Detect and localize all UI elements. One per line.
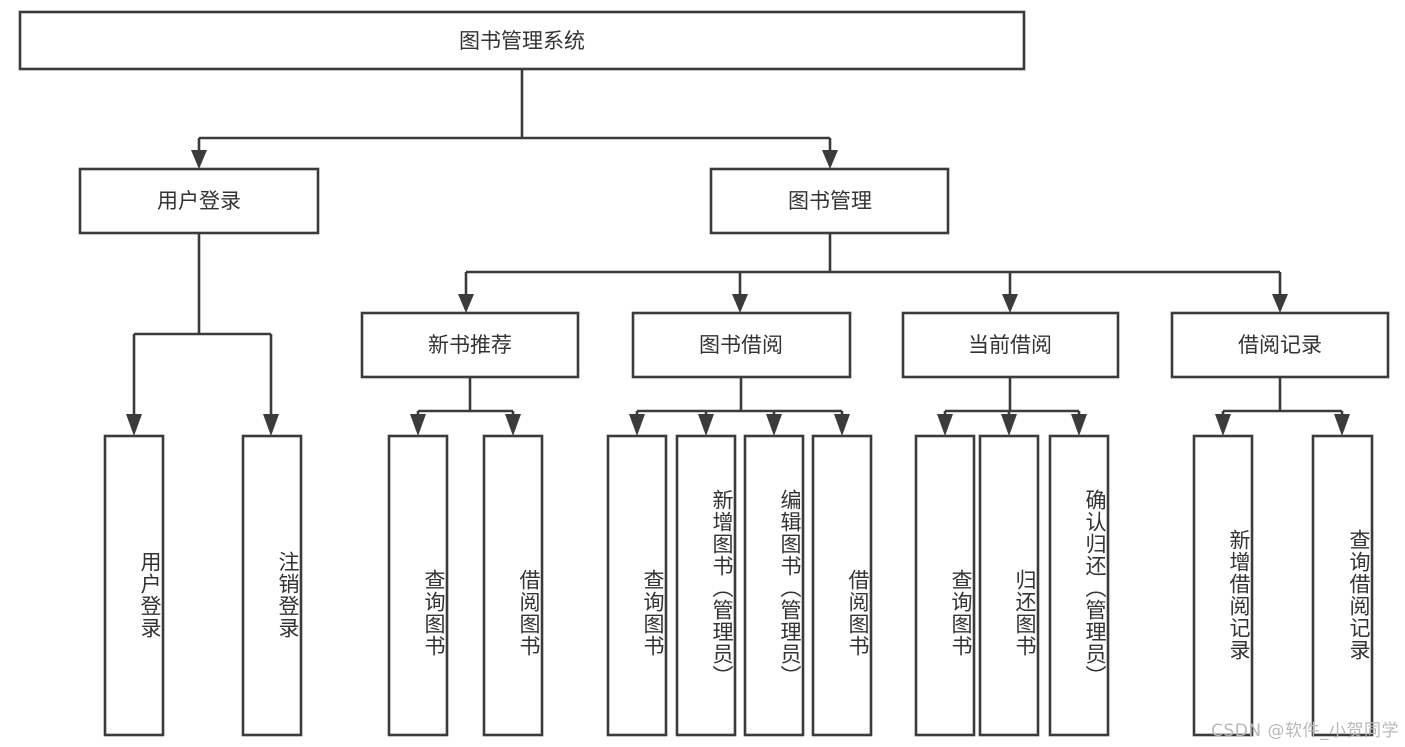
arrow-head-leaf-edit-book	[766, 414, 782, 436]
node-user-login-box[interactable]	[78, 167, 320, 235]
arrow-head-new-book-rec	[458, 294, 474, 313]
arrow-head-leaf-query-book-1	[410, 414, 426, 436]
node-new-book-rec[interactable]: 新书推荐	[360, 311, 580, 379]
node-root[interactable]: 图书管理系统	[18, 10, 1026, 71]
arrow-head-leaf-add-book	[698, 414, 714, 436]
leaf-query-record-box[interactable]	[1311, 434, 1374, 737]
arrow-head-leaf-user-login	[126, 414, 142, 436]
leaf-query-book-2-box[interactable]	[606, 434, 668, 737]
node-borrow-record-box[interactable]	[1170, 311, 1390, 379]
node-borrow-record-label: 借阅记录	[1238, 333, 1322, 357]
leaf-borrow-book-1-box[interactable]	[482, 434, 544, 737]
node-user-login-label: 用户登录	[157, 189, 241, 213]
arrow-head-current-borrow	[1002, 294, 1018, 313]
leaf-borrow-book-2-box[interactable]	[811, 434, 873, 737]
arrow-head-leaf-confirm-return	[1071, 414, 1087, 436]
leaf-add-book-box[interactable]	[675, 434, 737, 737]
leaf-query-book-3-box[interactable]	[914, 434, 976, 737]
connectors-borrow-record-to-leaves	[1215, 377, 1350, 436]
node-book-borrow-box[interactable]	[631, 311, 852, 379]
arrow-head-book-manage	[822, 150, 838, 169]
arrow-head-borrow-record	[1272, 294, 1288, 313]
connectors-user-login-to-leaves	[126, 233, 279, 436]
leaf-query-book-1-box[interactable]	[387, 434, 449, 737]
node-root-box[interactable]	[18, 10, 1026, 71]
connectors-new-book-rec-to-leaves	[410, 377, 521, 436]
node-current-borrow[interactable]: 当前借阅	[901, 311, 1120, 379]
node-root-label: 图书管理系统	[459, 29, 585, 53]
node-book-manage-box[interactable]	[709, 167, 950, 235]
csdn-watermark: CSDN @软件_小贺同学	[1211, 721, 1399, 741]
connectors-current-borrow-to-leaves	[937, 377, 1087, 436]
leaf-confirm-return-box[interactable]	[1048, 434, 1110, 737]
node-user-login[interactable]: 用户登录	[78, 167, 320, 235]
arrow-head-leaf-add-record	[1215, 414, 1231, 436]
node-borrow-record[interactable]: 借阅记录	[1170, 311, 1390, 379]
node-current-borrow-box[interactable]	[901, 311, 1120, 379]
node-new-book-rec-box[interactable]	[360, 311, 580, 379]
arrow-head-book-borrow	[732, 294, 748, 313]
arrow-head-leaf-logout-login	[263, 414, 279, 436]
arrow-head-leaf-query-book-3	[937, 414, 953, 436]
leaf-logout-login-box[interactable]	[241, 434, 303, 737]
node-book-borrow-label: 图书借阅	[699, 333, 783, 357]
node-current-borrow-label: 当前借阅	[968, 333, 1052, 357]
leaf-user-login-box[interactable]	[103, 434, 165, 737]
node-book-manage-label: 图书管理	[788, 189, 872, 213]
connectors-book-manage-to-level3	[458, 233, 1288, 313]
leaf-return-book-box[interactable]	[978, 434, 1040, 737]
node-new-book-rec-label: 新书推荐	[428, 333, 512, 357]
arrow-head-user-login	[191, 150, 207, 169]
arrow-head-leaf-return-book	[1001, 414, 1017, 436]
arrow-head-leaf-query-record	[1334, 414, 1350, 436]
connectors-book-borrow-to-leaves	[629, 377, 850, 436]
connectors-root-to-level2	[191, 69, 838, 169]
leaf-add-record-box[interactable]	[1192, 434, 1254, 737]
leaf-edit-book-box[interactable]	[743, 434, 805, 737]
arrow-head-leaf-query-book-2	[629, 414, 645, 436]
node-book-borrow[interactable]: 图书借阅	[631, 311, 852, 379]
arrow-head-leaf-borrow-book-1	[505, 414, 521, 436]
arrow-head-leaf-borrow-book-2	[834, 414, 850, 436]
node-book-manage[interactable]: 图书管理	[709, 167, 950, 235]
